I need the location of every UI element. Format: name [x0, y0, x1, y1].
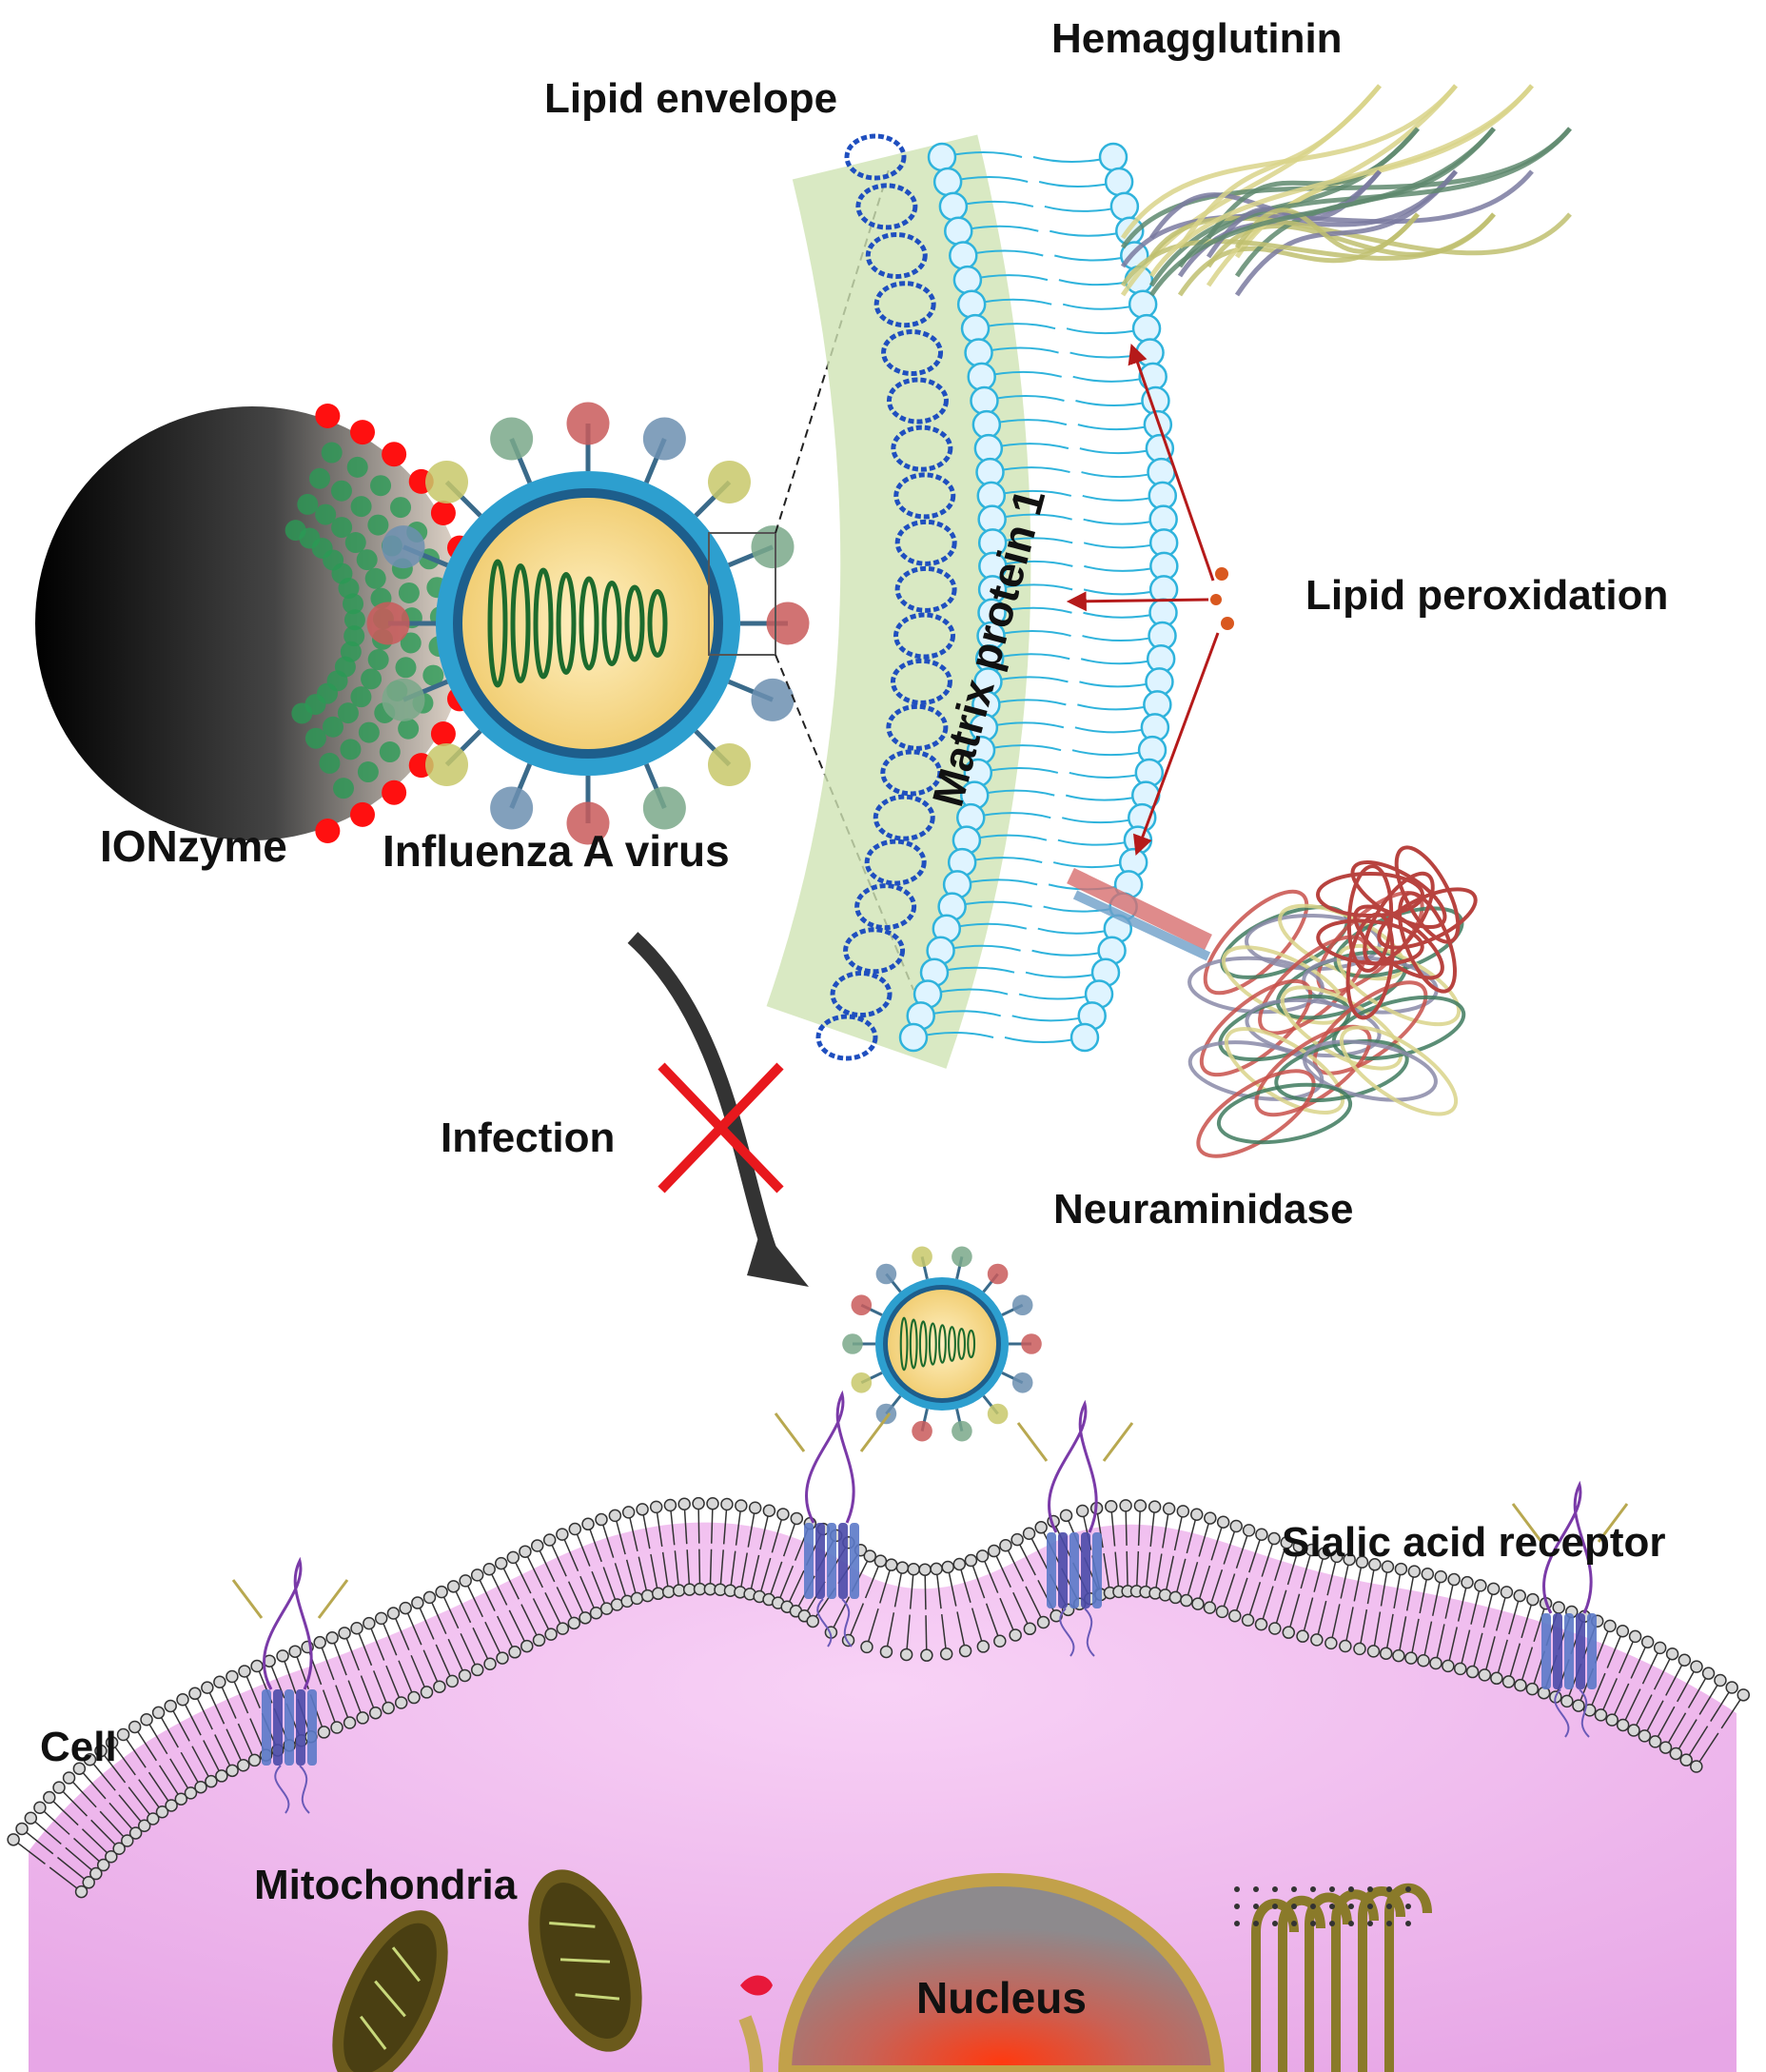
endoplasmic-reticulum — [1234, 1883, 1432, 2072]
er-fragment — [738, 2015, 763, 2072]
label-mitochondria: Mitochondria — [254, 1862, 518, 1908]
label-influenza-virus: Influenza A virus — [383, 826, 730, 876]
label-cell: Cell — [40, 1724, 117, 1770]
influenza-virus-small — [842, 1246, 1042, 1442]
blocked-cross-icon — [657, 1062, 784, 1194]
zoom-box — [708, 532, 776, 656]
vesicle — [740, 1975, 773, 1996]
viral-rnp-segments — [487, 559, 668, 688]
label-nucleus: Nucleus — [916, 1973, 1087, 2023]
label-ionzyme: IONzyme — [100, 821, 287, 871]
nucleus — [777, 1872, 1226, 2072]
matrix-protein-blobs — [815, 133, 957, 1061]
label-lipid-envelope: Lipid envelope — [544, 75, 837, 122]
zoomed-viral-membrane — [766, 133, 1179, 1069]
lipid-peroxidation-arrows — [1066, 344, 1234, 856]
infection-arrow — [627, 932, 809, 1287]
lipid-heads — [898, 142, 1179, 1053]
hemagglutinin-protein — [1120, 84, 1572, 297]
sialic-acid-receptors — [231, 1390, 1629, 1814]
label-infection: Infection — [441, 1115, 615, 1161]
influenza-virus-large — [366, 402, 810, 845]
label-neuraminidase: Neuraminidase — [1053, 1186, 1353, 1233]
label-lipid-peroxidation: Lipid peroxidation — [1305, 572, 1668, 619]
virus-surface-spikes — [366, 402, 810, 845]
label-hemagglutinin: Hemagglutinin — [1051, 15, 1343, 62]
cell-membrane-bilayer — [7, 1496, 1751, 1899]
mitochondria — [332, 1869, 642, 2072]
neuraminidase-protein — [1067, 845, 1478, 1158]
label-sialic-acid-receptor: Sialic acid receptor — [1282, 1519, 1666, 1566]
